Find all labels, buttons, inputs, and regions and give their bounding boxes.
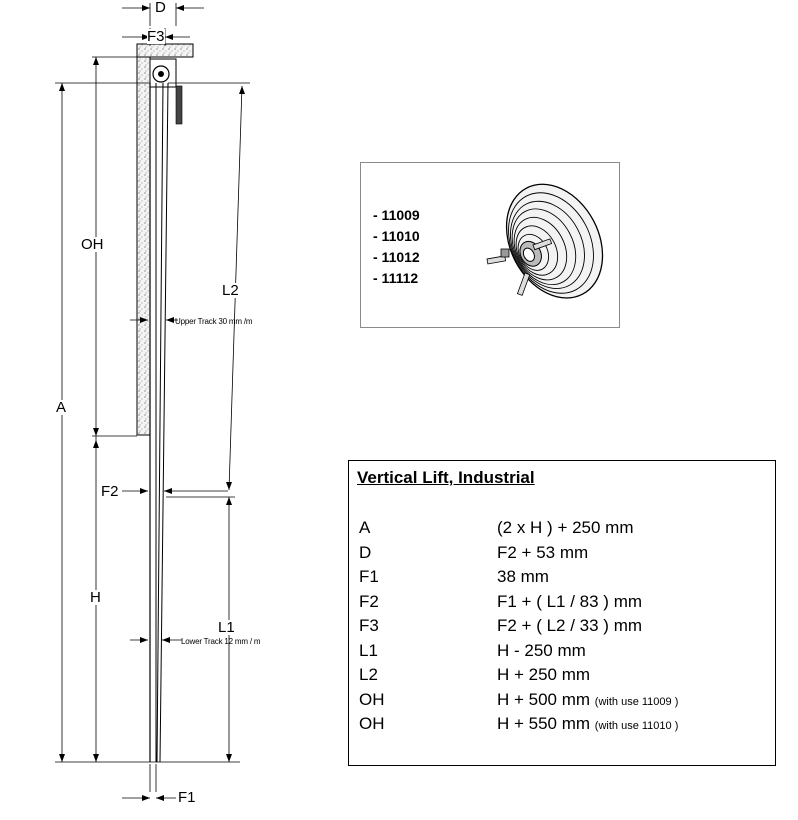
formula-note: (with use 11009 ): [594, 695, 679, 708]
formula-expression: H + 550 mm: [497, 714, 591, 733]
formula-expression: H + 500 mm: [497, 689, 591, 709]
formula-key: F2: [359, 591, 379, 611]
dim-label-f1: F1: [178, 789, 196, 806]
cable-drum-image: [486, 183, 604, 299]
formula-title: Vertical Lift, Industrial: [357, 468, 535, 487]
formula-key: D: [359, 542, 372, 562]
formula-key: L1: [359, 640, 378, 660]
part-number: - 11112: [373, 270, 419, 286]
formula-value: H + 500 mm (with use 11009 ): [497, 690, 678, 712]
dim-label-h: H: [90, 589, 101, 606]
part-number: - 11009: [373, 207, 420, 223]
formula-value: H - 250 mm: [497, 641, 586, 661]
part-number: - 11012: [373, 249, 420, 265]
formula-value: F2 + ( L2 / 33 ) mm: [497, 616, 642, 636]
track: [149, 82, 169, 763]
formula-expression: (2 x H ) + 250 mm: [497, 518, 634, 537]
formula-key: F1: [359, 567, 379, 586]
dim-label-f3: F3: [147, 28, 165, 45]
formula-expression: 38 mm: [497, 567, 549, 586]
formula-note: (with use 11010 ): [594, 720, 679, 732]
drum-parts-box: - 11009 - 11010 - 11012 - 11112: [360, 162, 620, 328]
dim-label-d: D: [155, 0, 166, 16]
formula-expression: H + 250 mm: [497, 665, 591, 684]
dim-label-l2: L2: [222, 282, 239, 299]
part-number: - 11010: [373, 228, 420, 244]
formula-value: F1 + ( L1 / 83 ) mm: [497, 592, 642, 612]
formula-expression: F1 + ( L1 / 83 ) mm: [497, 591, 643, 611]
formula-value: (2 x H ) + 250 mm: [497, 518, 634, 538]
drum: [149, 58, 183, 125]
formula-key: OH: [359, 714, 385, 733]
formula-value: 38 mm: [497, 567, 549, 587]
formula-expression: F2 + ( L2 / 33 ) mm: [497, 616, 643, 635]
lower-track-label: Lower Track 12 mm / m: [181, 637, 261, 646]
formula-expression: F2 + 53 mm: [497, 542, 589, 562]
dim-label-l1: L1: [218, 619, 235, 636]
dim-label-f2: F2: [101, 483, 119, 500]
dimension-lines: [55, 3, 250, 799]
formula-key: L2: [359, 665, 378, 684]
formula-value: F2 + 53 mm: [497, 543, 588, 563]
formula-value: H + 550 mm (with use 11010 ): [497, 714, 678, 736]
formula-key: A: [359, 518, 371, 537]
upper-track-label: Upper Track 30 mm /m: [175, 317, 253, 326]
dim-label-oh: OH: [81, 236, 104, 253]
formula-key: F3: [359, 616, 379, 635]
dimension-arrows: [59, 5, 245, 801]
formula-value: H + 250 mm: [497, 665, 590, 685]
formula-key: OH: [359, 689, 385, 709]
dim-label-a: A: [56, 399, 67, 416]
formula-expression: H - 250 mm: [497, 640, 586, 660]
formula-table: Vertical Lift, Industrial A (2 x H ) + 25…: [348, 460, 776, 766]
